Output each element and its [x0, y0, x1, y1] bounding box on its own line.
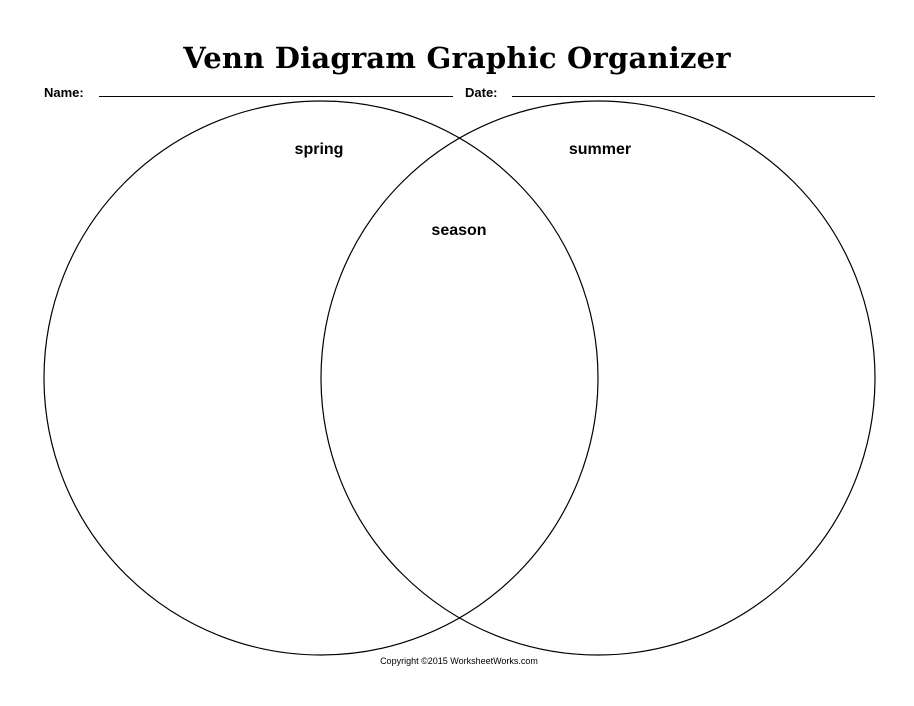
right-circle-label: summer	[569, 141, 631, 158]
page-title: Venn Diagram Graphic Organizer	[183, 41, 731, 75]
left-circle-label: spring	[295, 141, 344, 158]
copyright-notice: Copyright ©2015 WorksheetWorks.com	[380, 656, 538, 666]
date-field[interactable]	[512, 96, 875, 97]
intersection-label: season	[431, 222, 486, 239]
date-label: Date:	[465, 85, 498, 100]
right-circle	[320, 100, 876, 656]
name-label: Name:	[44, 85, 84, 100]
name-field[interactable]	[99, 96, 453, 97]
left-circle	[43, 100, 599, 656]
